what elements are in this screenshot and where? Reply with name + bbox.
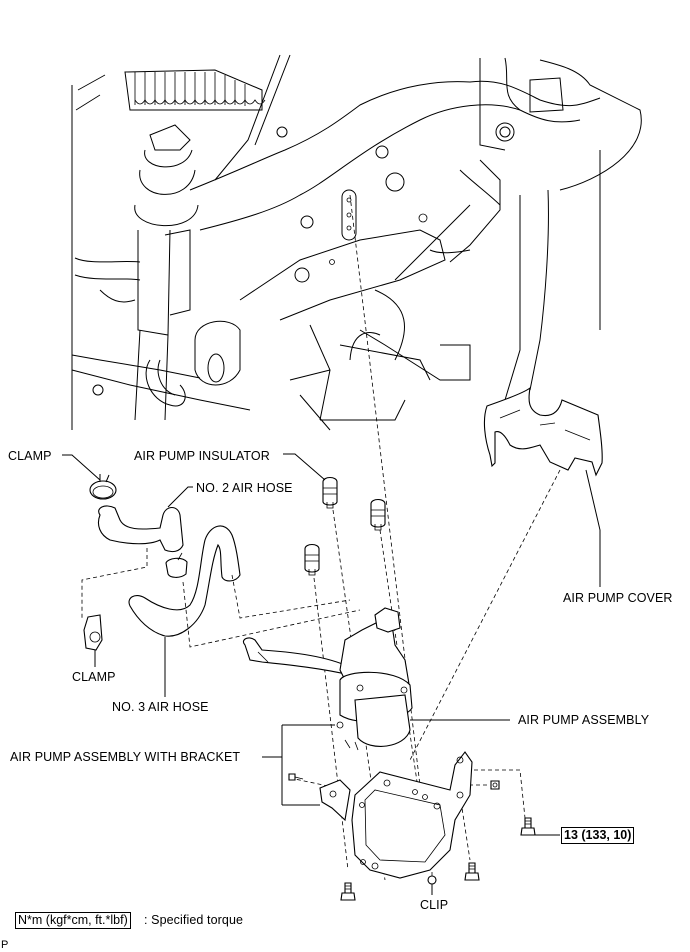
- label-clamp-top: CLAMP: [8, 449, 52, 463]
- legend-description: : Specified torque: [144, 913, 244, 927]
- no2-air-hose-part: [97, 505, 184, 553]
- air-pump-insulator-parts: [304, 476, 386, 576]
- nut-right-small: [490, 780, 500, 790]
- label-air-pump-assembly: AIR PUMP ASSEMBLY: [518, 713, 650, 727]
- label-air-pump-insulator: AIR PUMP INSULATOR: [134, 449, 270, 463]
- label-no3-air-hose: NO. 3 AIR HOSE: [112, 700, 209, 714]
- engine-bay-illustration: [71, 54, 642, 431]
- air-pump-assembly-part: [242, 607, 413, 751]
- no3-air-hose-part: [128, 525, 241, 637]
- clamp-bottom-part: [83, 614, 103, 651]
- label-clamp-bottom: CLAMP: [72, 670, 116, 684]
- label-clip: CLIP: [420, 898, 449, 912]
- clamp-top-part: [89, 474, 117, 500]
- bolt-bottom-right: [464, 862, 480, 881]
- label-air-pump-cover: AIR PUMP COVER: [563, 591, 673, 605]
- bolt-parts: [288, 773, 536, 901]
- no2-hose-leader: [167, 486, 193, 508]
- label-air-pump-assembly-with-bracket: AIR PUMP ASSEMBLY WITH BRACKET: [10, 750, 241, 764]
- bolt-left-small: [288, 773, 304, 781]
- air-pump-cover-part: [483, 386, 603, 477]
- insulator-leader: [283, 453, 326, 481]
- bolt-bottom-left: [340, 882, 356, 901]
- legend-unit-box: N*m (kgf*cm, ft.*lbf): [15, 912, 131, 929]
- bracket-part: [319, 751, 473, 879]
- clamp-top-leader: [62, 454, 101, 481]
- hose-clamp-part: [165, 552, 188, 578]
- clip-part: [427, 872, 437, 885]
- footer-code: P: [1, 939, 9, 951]
- torque-spec-box: 13 (133, 10): [561, 827, 635, 844]
- label-no2-air-hose: NO. 2 AIR HOSE: [196, 481, 293, 495]
- cover-leader-line: [585, 469, 601, 587]
- bracket-leader: [262, 724, 335, 806]
- bolt-right-torque: [520, 817, 536, 836]
